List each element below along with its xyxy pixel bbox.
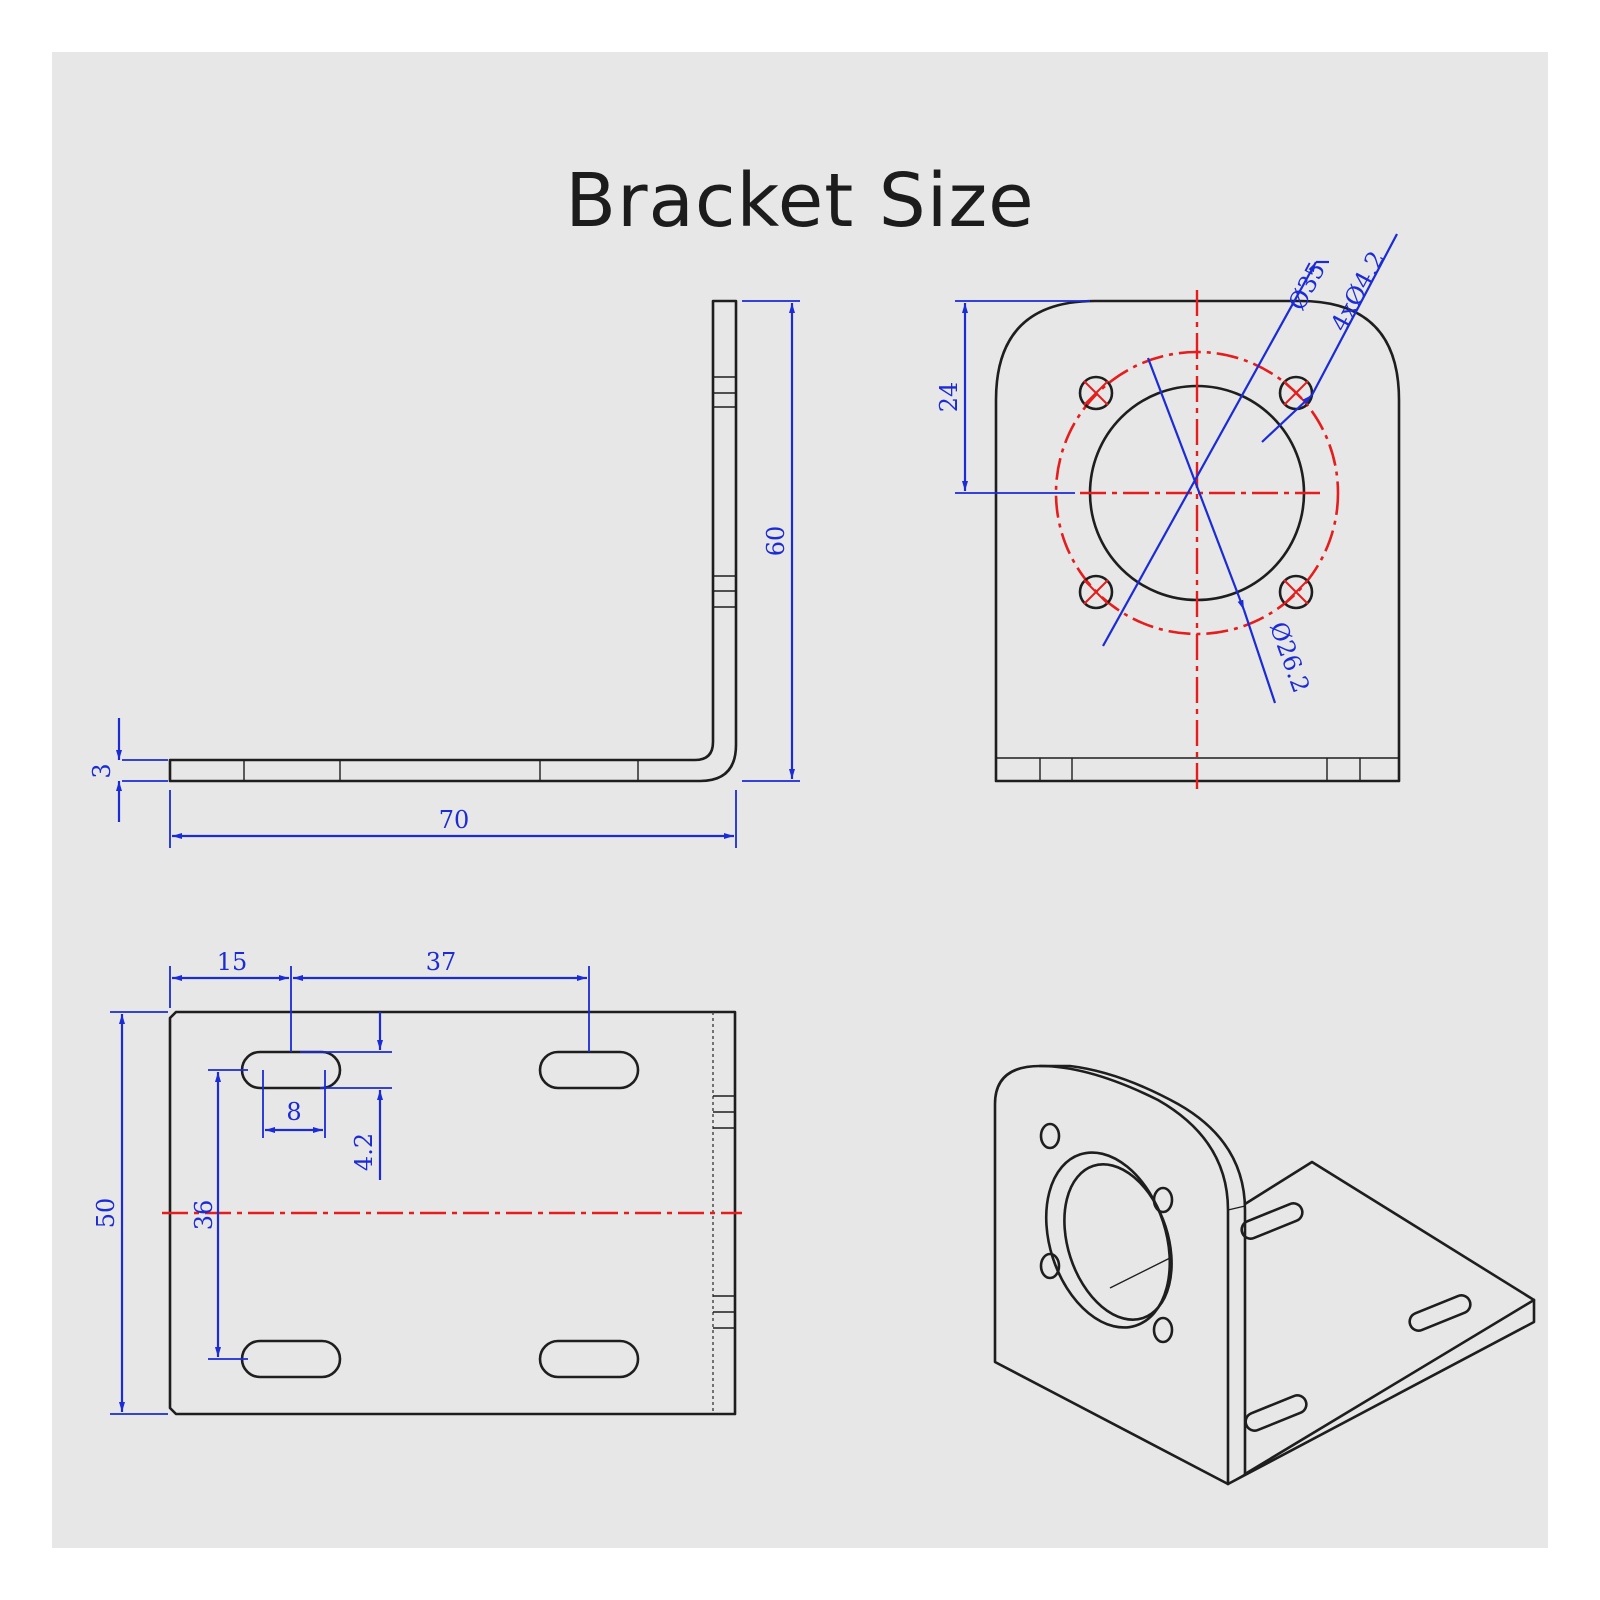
page-title: Bracket Size [565, 158, 1035, 244]
dim-top-offset-label: 24 [935, 382, 963, 413]
dim-slot-spacing-label: 37 [426, 948, 457, 976]
dim-slot-length: 8 [262, 1070, 326, 1138]
side-view-profile [168, 299, 738, 783]
front-view-outline [994, 299, 1401, 783]
side-view-hole-marks [243, 376, 736, 781]
dim-slot-width: 4.2 [300, 1012, 392, 1180]
dim-holes: 4xØ4.2 [1261, 233, 1398, 443]
dim-slot-spacing: 37 [293, 948, 590, 1052]
dim-height-label: 60 [762, 526, 790, 557]
top-view: 15 37 8 4.2 50 [92, 948, 742, 1416]
top-view-outline [168, 1010, 737, 1416]
iso-base-slots [1240, 1202, 1472, 1432]
iso-vertical-plate-edge [1038, 1064, 1247, 1476]
dim-slot-row-spacing: 36 [190, 1069, 248, 1360]
side-view: 3 70 60 [88, 299, 800, 848]
dim-top-offset: 24 [935, 300, 1090, 494]
front-view-mount-holes [1078, 375, 1314, 610]
iso-vertical-plate-front [993, 1064, 1230, 1486]
isometric-view [993, 1064, 1536, 1486]
dim-base-length: 70 [169, 790, 737, 848]
dim-thickness-label: 3 [88, 763, 116, 778]
iso-mount-holes [1039, 1122, 1174, 1344]
dim-pcd-label: Ø35 [1283, 258, 1331, 315]
dim-bore-label: Ø26.2 [1264, 618, 1315, 696]
dim-slot-width-label: 4.2 [350, 1133, 378, 1171]
dim-holes-label: 4xØ4.2 [1325, 246, 1390, 336]
dim-thickness: 3 [88, 718, 168, 822]
dim-bore: Ø26.2 [1146, 357, 1315, 704]
dim-slot-row-spacing-label: 36 [190, 1200, 218, 1231]
dim-width: 50 [92, 1011, 168, 1415]
dim-base-length-label: 70 [439, 806, 470, 834]
dim-slot-length-label: 8 [286, 1098, 301, 1126]
dim-edge-to-slot: 15 [169, 948, 292, 1052]
dim-edge-to-slot-label: 15 [217, 948, 248, 976]
dim-width-label: 50 [92, 1198, 120, 1229]
front-view: 24 Ø35 4xØ4.2 Ø26.2 [935, 233, 1401, 790]
dim-height: 60 [742, 300, 800, 782]
